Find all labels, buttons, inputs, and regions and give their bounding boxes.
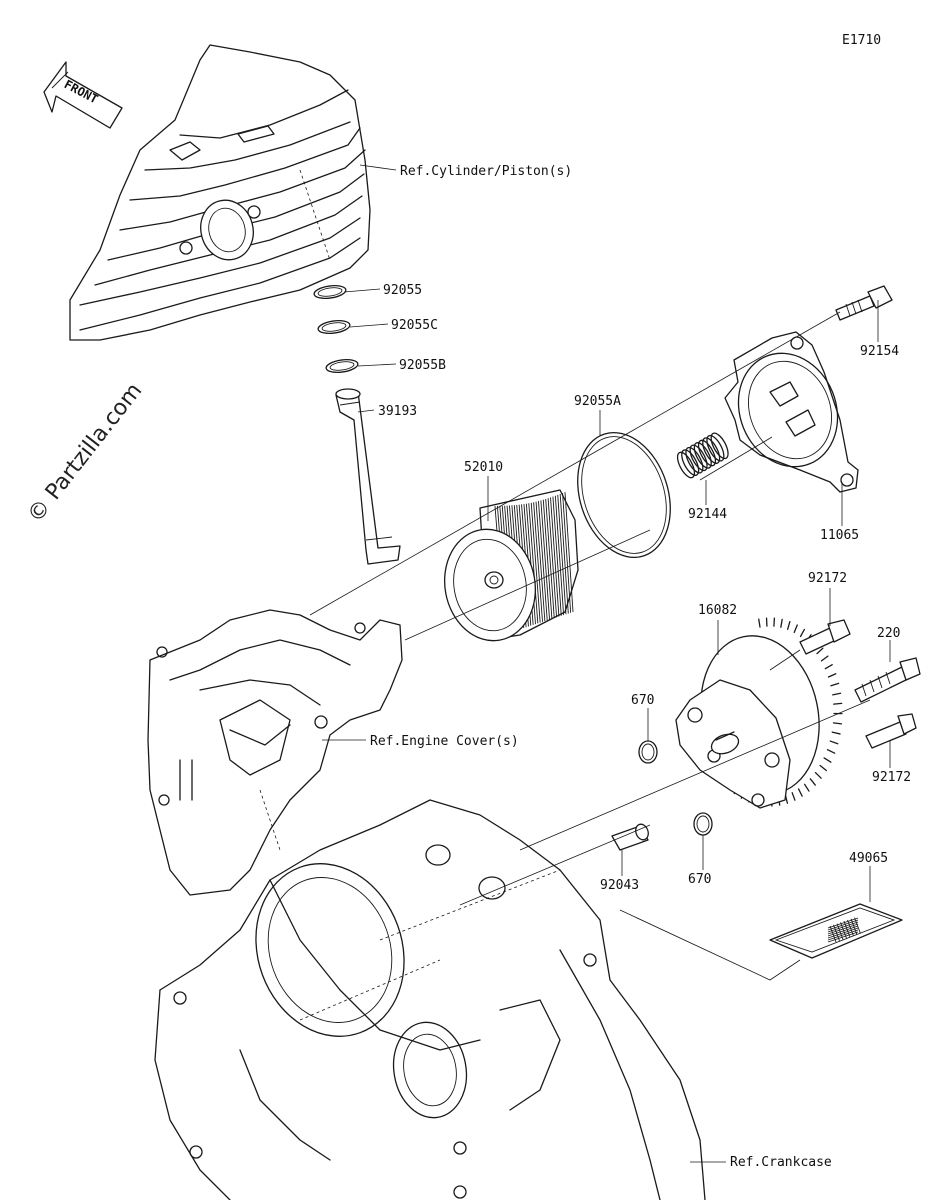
oil-pump-16082 (675, 617, 843, 809)
pipe-39193 (335, 388, 401, 565)
part-label-16082[interactable]: 16082 (698, 603, 737, 618)
front-arrow-icon: FRONT (43, 61, 123, 129)
part-label-220[interactable]: 220 (877, 626, 900, 641)
ref-crankcase-label: Ref.Crankcase (730, 1155, 832, 1170)
part-label-670-left[interactable]: 670 (631, 693, 654, 708)
oil-filter-52010 (443, 489, 579, 642)
screen-49065 (769, 903, 903, 959)
part-label-92055C[interactable]: 92055C (391, 318, 438, 333)
part-label-52010[interactable]: 52010 (464, 460, 503, 475)
part-label-92172-top[interactable]: 92172 (808, 571, 847, 586)
crankcase-drawing (154, 799, 706, 1200)
o-ring-92055C (317, 320, 351, 334)
part-label-11065[interactable]: 11065 (820, 528, 859, 543)
bolt-92172-top (799, 619, 851, 655)
dowel-pin-92043 (611, 823, 649, 851)
bolt-92172-bottom (865, 713, 917, 749)
o-ring-92055 (313, 285, 347, 299)
part-label-670-bottom[interactable]: 670 (688, 872, 711, 887)
part-label-49065[interactable]: 49065 (849, 851, 888, 866)
front-label: FRONT (62, 77, 100, 106)
part-label-92055B[interactable]: 92055B (399, 358, 446, 373)
part-label-92043[interactable]: 92043 (600, 878, 639, 893)
ref-cylinder-label: Ref.Cylinder/Piston(s) (400, 164, 572, 179)
cylinder-drawing (69, 44, 371, 341)
bolt-92154 (835, 285, 893, 321)
part-label-39193[interactable]: 39193 (378, 404, 417, 419)
watermark: © Partzilla.com (23, 379, 147, 528)
diagram-code: E1710 (842, 33, 881, 48)
ref-engine-cover-label: Ref.Engine Cover(s) (370, 734, 519, 749)
part-label-92144[interactable]: 92144 (688, 507, 727, 522)
part-label-92055[interactable]: 92055 (383, 283, 422, 298)
o-ring-92055B (325, 359, 359, 373)
part-label-92154[interactable]: 92154 (860, 344, 899, 359)
engine-cover-drawing (147, 609, 403, 896)
bolt-220 (854, 657, 921, 703)
o-ring-92055A (577, 431, 671, 559)
cover-11065 (724, 331, 859, 493)
part-label-92172-bottom[interactable]: 92172 (872, 770, 911, 785)
spring-92144 (676, 432, 729, 479)
part-label-92055A[interactable]: 92055A (574, 394, 621, 409)
